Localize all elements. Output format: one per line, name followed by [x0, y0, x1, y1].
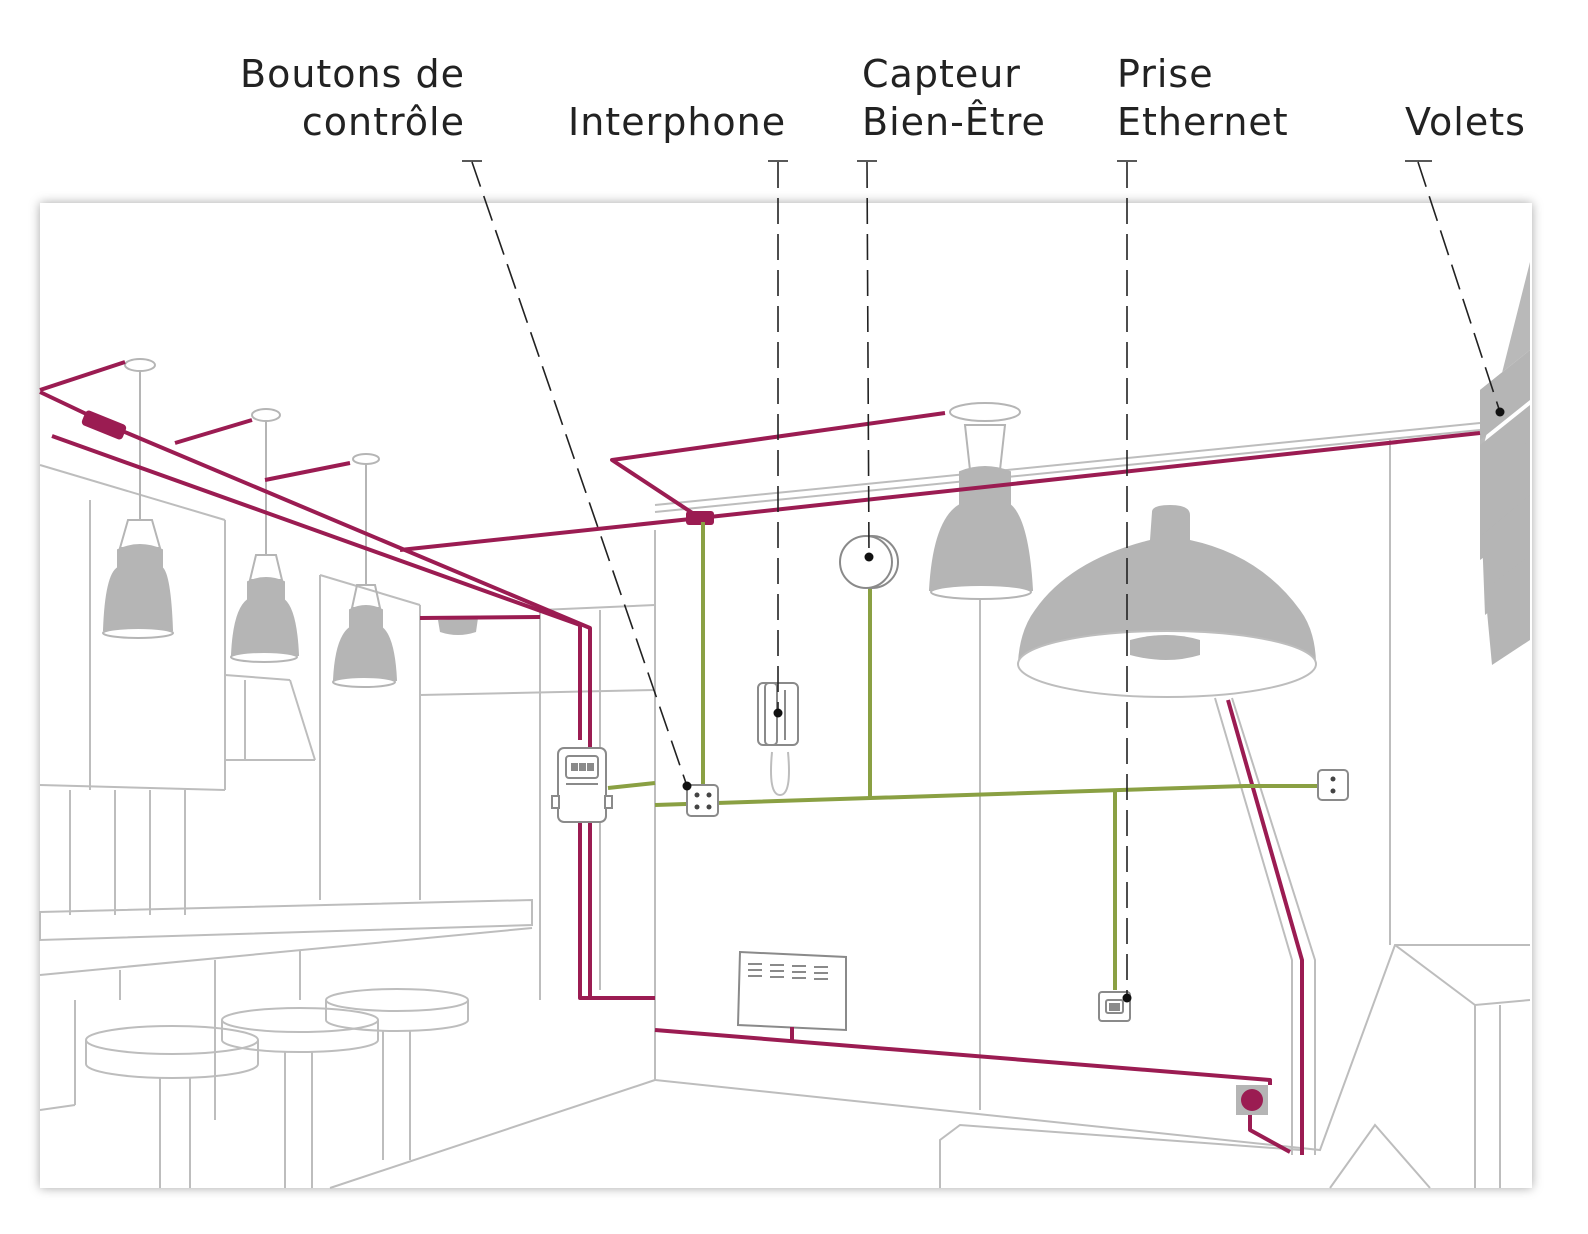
label-boutons-line1: Boutons de [240, 52, 466, 96]
junction-box-center [686, 511, 714, 525]
room-sketch [39, 422, 1531, 1189]
wall-switch-right [1317, 769, 1349, 801]
callout-dot-volets [1495, 407, 1505, 417]
label-capteur-line1: Capteur [862, 52, 1021, 96]
ethernet-socket [1098, 991, 1131, 1022]
wellbeing-sensor [839, 535, 899, 589]
pendant-lights [102, 358, 1034, 688]
electric-meter [551, 747, 613, 823]
data-wiring [607, 522, 1318, 990]
label-interphone-line1: Interphone [568, 100, 787, 144]
callout-dots [682, 407, 1505, 1003]
label-prise-line2: Ethernet [1117, 100, 1289, 144]
label-interphone: Interphone [568, 98, 786, 146]
label-capteur-line2: Bien-Être [862, 100, 1046, 144]
label-volets: Volets [1405, 98, 1526, 146]
ceiling-vent [438, 618, 478, 635]
callout-dot-interphone [773, 708, 783, 718]
label-boutons-de-controle: Boutons de contrôle [240, 50, 465, 146]
radiator [736, 950, 847, 1032]
arc-floor-lamp [1017, 505, 1317, 1155]
control-buttons-switch [686, 784, 719, 817]
power-wiring [39, 360, 1481, 1155]
floor-power-socket [1236, 1085, 1268, 1115]
callout-dot-boutons [682, 781, 692, 791]
callout-dot-prise [1122, 993, 1132, 1003]
label-prise-line1: Prise [1117, 52, 1214, 96]
callout-leaders [462, 160, 1501, 998]
label-volets-line1: Volets [1405, 100, 1526, 144]
callout-dot-capteur [864, 552, 874, 562]
label-capteur-bien-etre: Capteur Bien-Être [862, 50, 1046, 146]
label-prise-ethernet: Prise Ethernet [1117, 50, 1289, 146]
junction-box-left [81, 410, 127, 440]
window-shutters [1480, 262, 1530, 665]
label-boutons-line2: contrôle [301, 100, 465, 144]
